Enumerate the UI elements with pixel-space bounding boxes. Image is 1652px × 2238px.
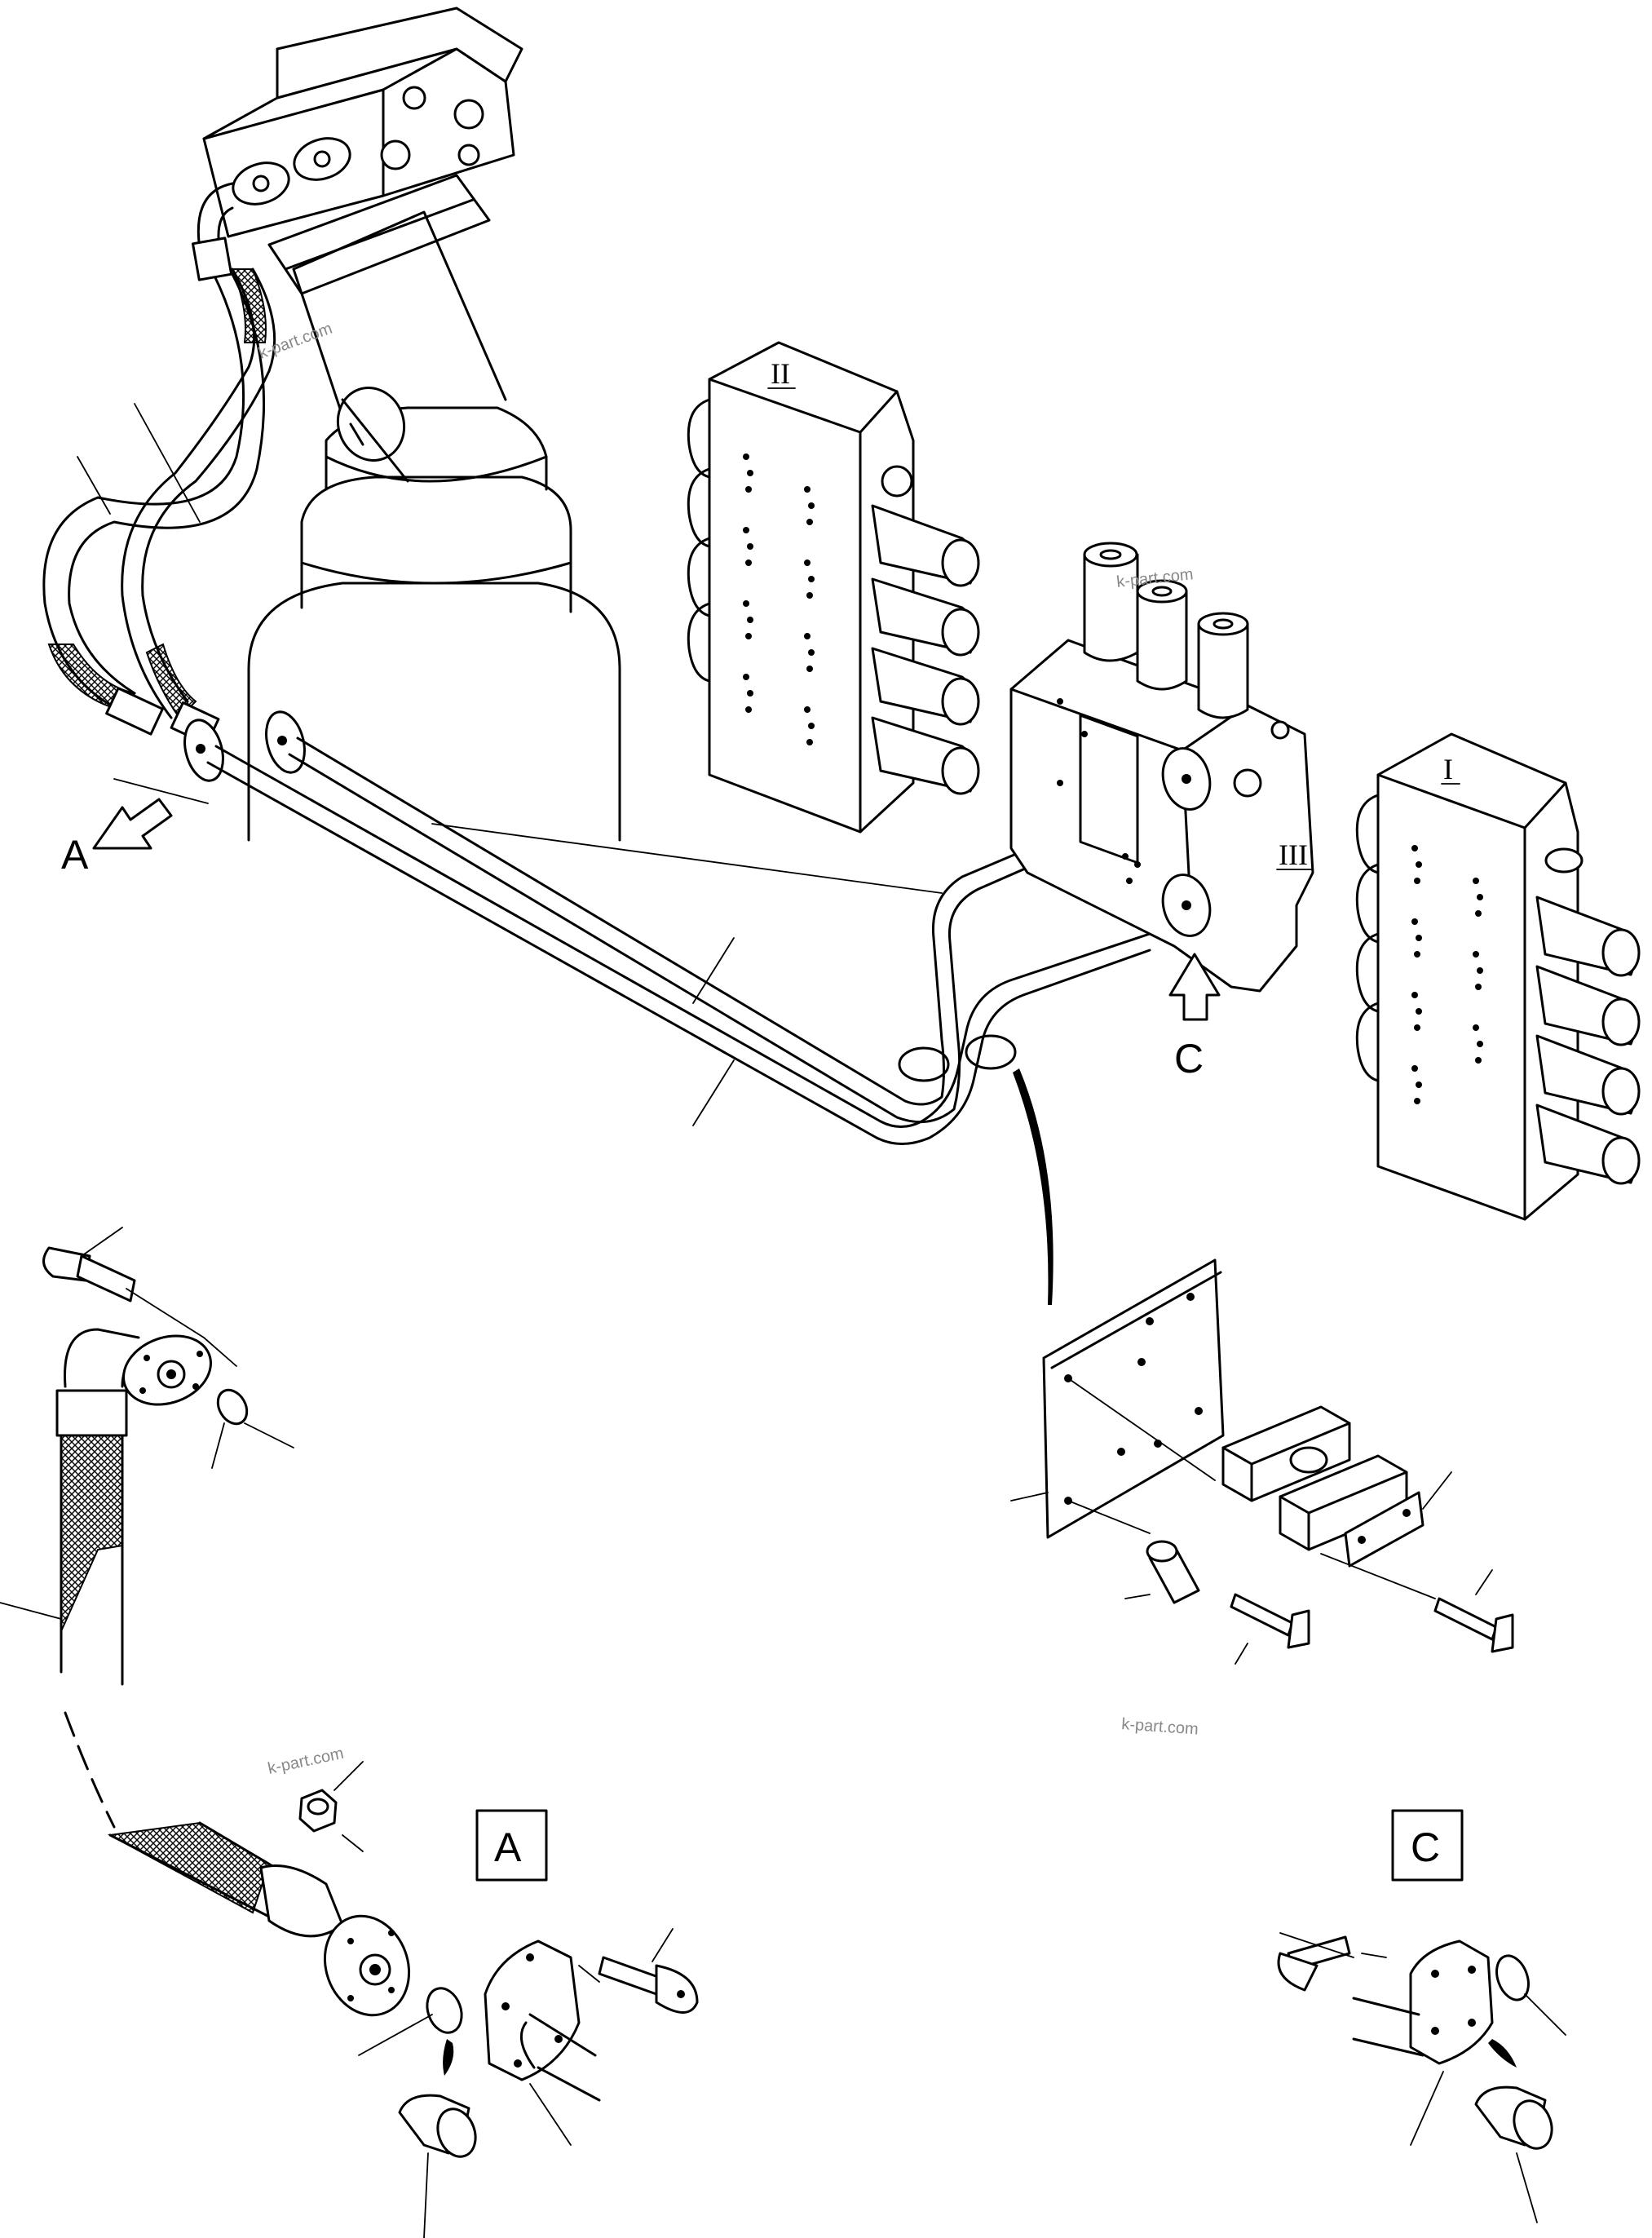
- leader-lines: [77, 403, 943, 1126]
- detail-c-assembly: C: [1277, 1809, 1566, 2223]
- control-valve-3: III: [1009, 542, 1314, 993]
- watermark-3: k-part.com: [1121, 1715, 1199, 1739]
- main-pipe-lines: [183, 710, 1176, 1145]
- clamp-pointer: [1013, 1068, 1053, 1305]
- detail-c-label: C: [1411, 1824, 1440, 1870]
- detail-a-assembly: A: [0, 1227, 699, 2238]
- valve-3-label: III: [1279, 838, 1308, 871]
- view-a-label: A: [61, 832, 89, 878]
- valve-2-label: II: [771, 357, 790, 390]
- swing-motor-hoses: [42, 182, 276, 746]
- valve-1-label: I: [1443, 753, 1453, 785]
- view-arrow-c: C: [1168, 953, 1221, 1081]
- watermark-4: k-part.com: [266, 1745, 345, 1778]
- control-valve-2: II: [687, 341, 980, 834]
- detail-c-box: [1391, 1809, 1464, 1882]
- view-c-label: C: [1174, 1036, 1204, 1081]
- detail-a-label: A: [494, 1824, 522, 1870]
- swing-motor-assembly: [202, 7, 621, 842]
- control-valve-1: I: [1355, 732, 1641, 1221]
- detail-a-box: [475, 1809, 548, 1882]
- valve-1-holes: [1411, 845, 1483, 1104]
- mounting-bracket-assembly: [1010, 1258, 1514, 1665]
- valve-2-holes: [743, 453, 815, 745]
- view-arrow-a: A: [61, 798, 173, 878]
